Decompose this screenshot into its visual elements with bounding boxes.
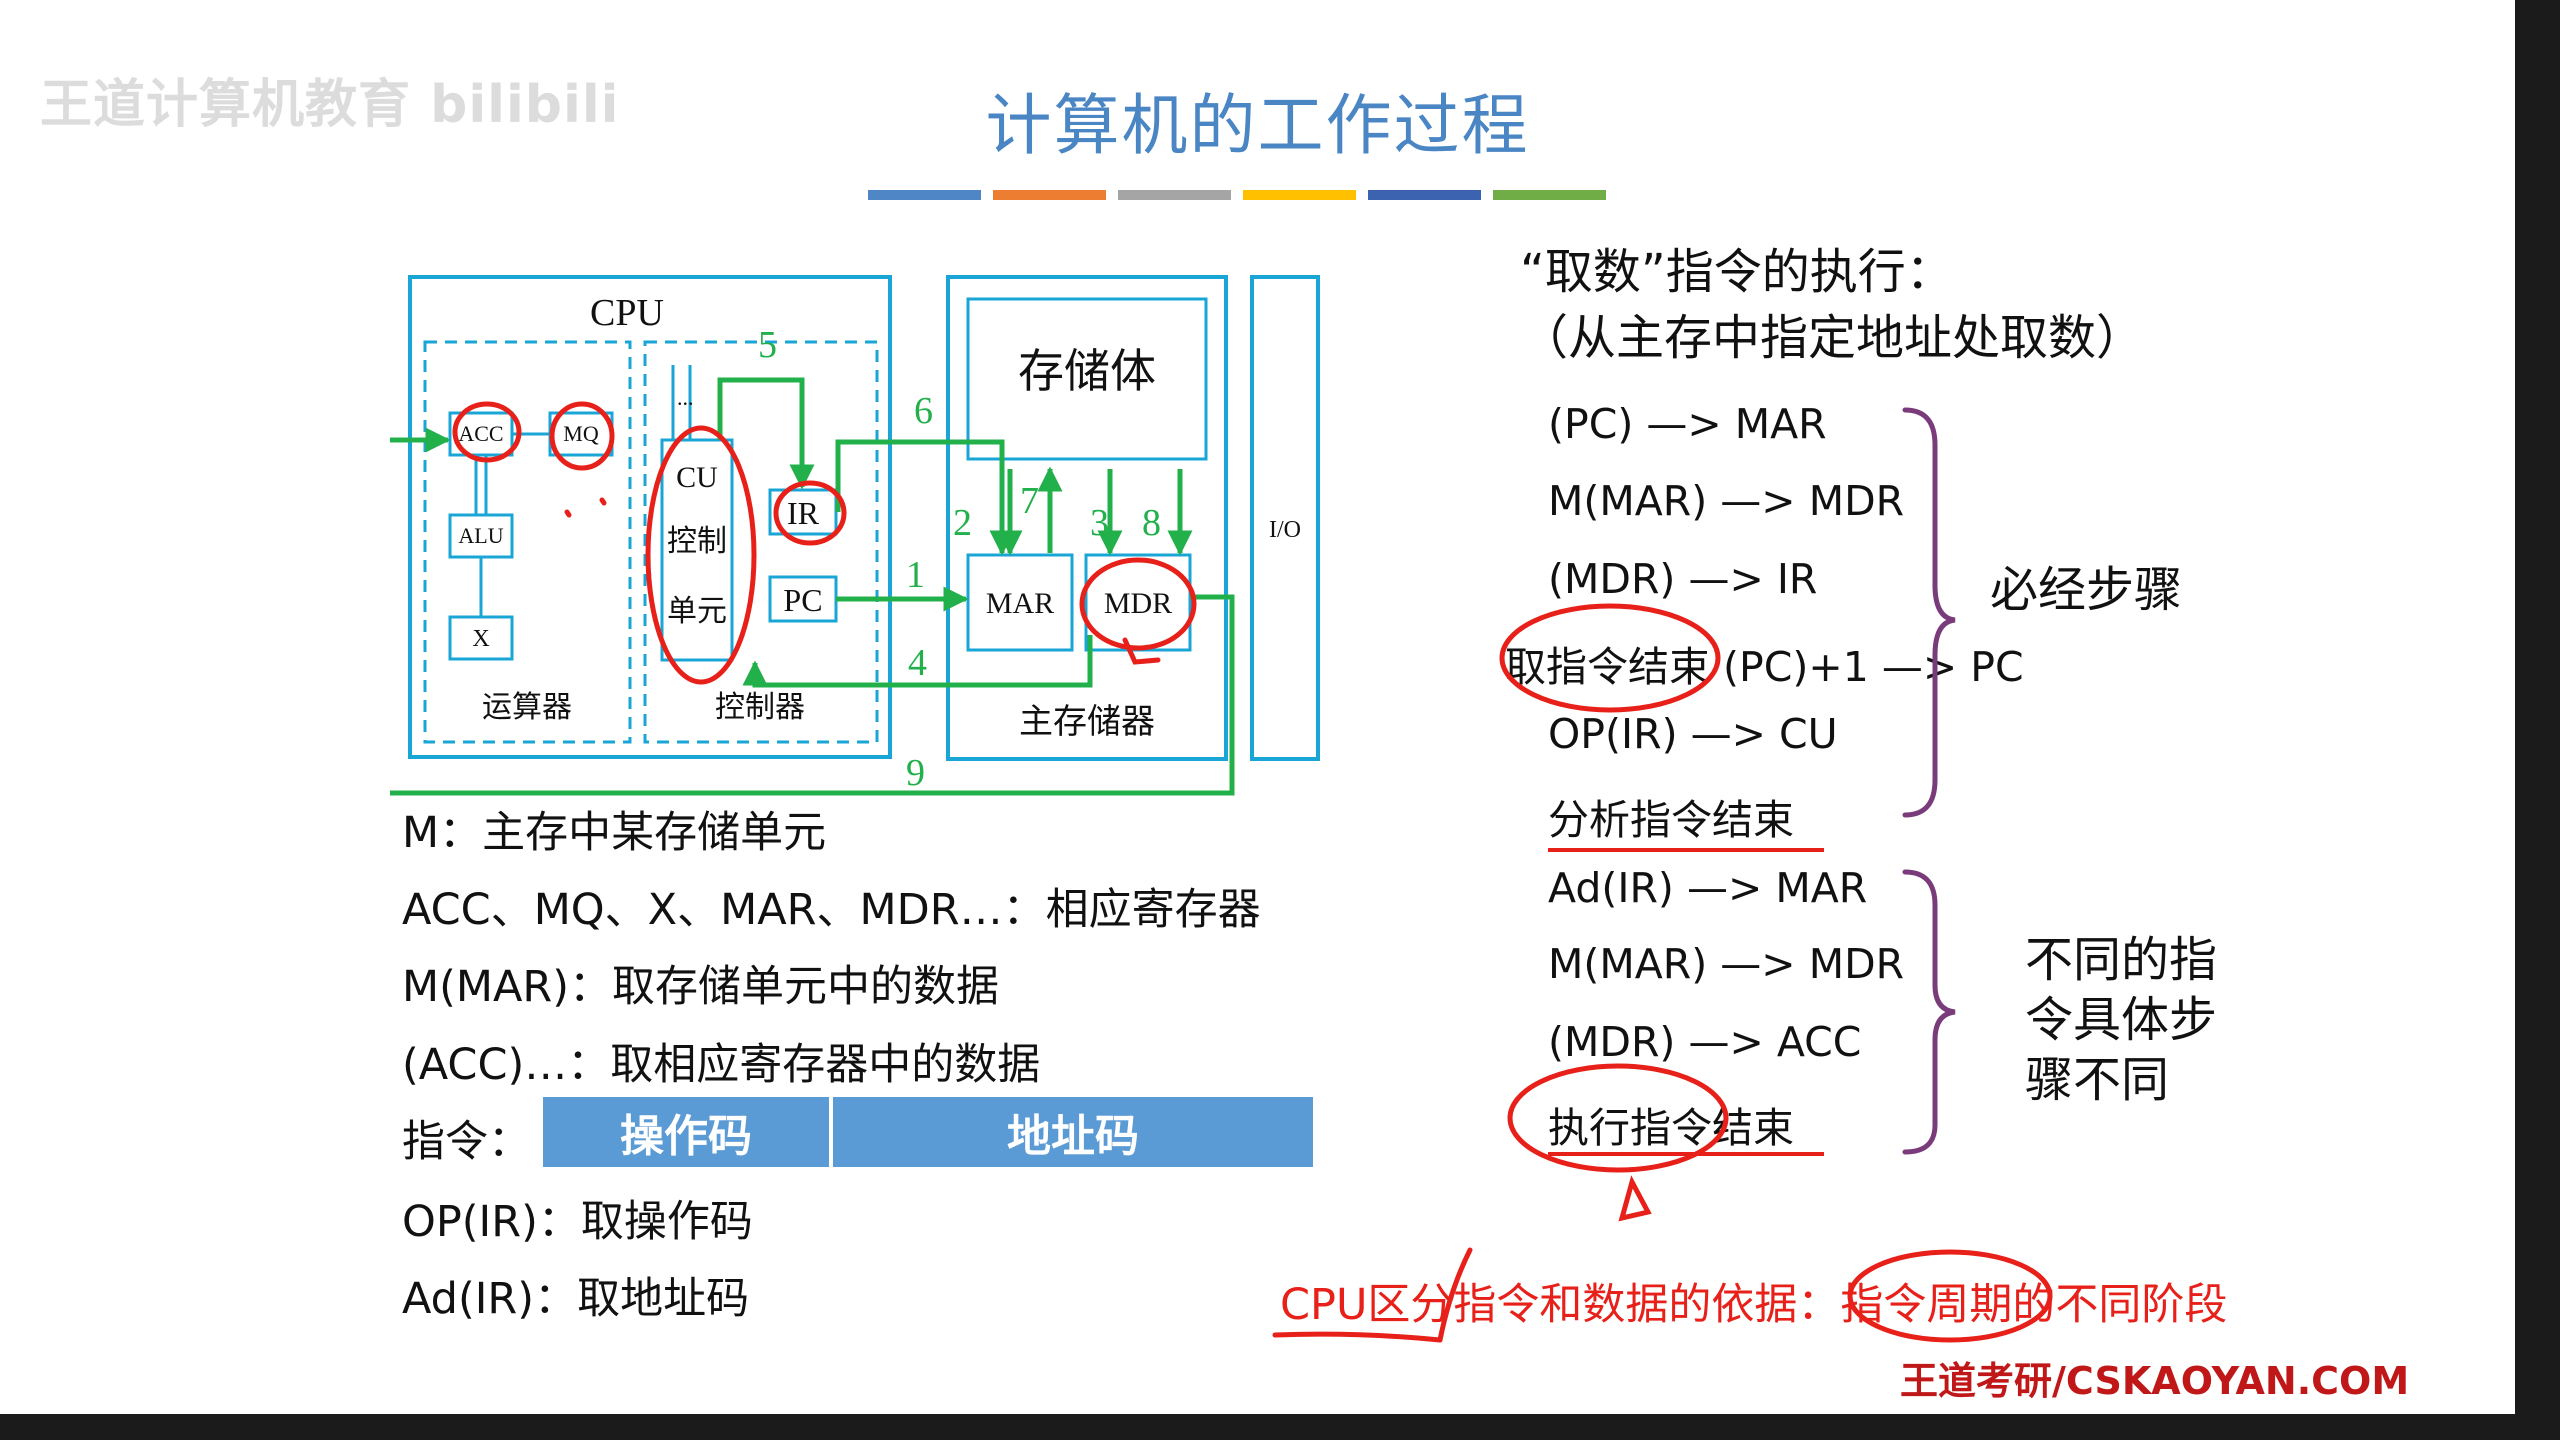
fetch-step-5: OP(IR) —> CU [1548, 710, 1838, 758]
instruction-format-bar: 操作码 地址码 [543, 1097, 1313, 1167]
alu-unit-label: 运算器 [482, 691, 572, 724]
exec-step-4: 执行指令结束 [1548, 1104, 1794, 1152]
memory-box [946, 275, 1228, 761]
path-number-3: 3 [1090, 502, 1109, 544]
fetch-step-6: 分析指令结束 [1548, 796, 1794, 844]
path-5 [717, 377, 815, 490]
path-number-8: 8 [1142, 502, 1161, 544]
path-6 [835, 439, 1015, 556]
window-right-edge [2515, 0, 2560, 1440]
pc-box [768, 575, 838, 623]
brace2-label-3: 骤不同 [2025, 1052, 2170, 1108]
note-m: M：主存中某存储单元 [402, 808, 827, 858]
computer-structure-diagram: CPU ACC MQ ALU X 运算器 ... CU 控制 单元 IR PC … [390, 275, 1320, 796]
path-number-4: 4 [908, 642, 927, 684]
title-stripe-6 [1493, 190, 1606, 200]
fetch-end-underline [1548, 848, 1824, 852]
exec-step-3: (MDR) —> ACC [1548, 1018, 1862, 1066]
acc-label: ACC [458, 421, 503, 446]
brace1-label: 必经步骤 [1990, 562, 2183, 618]
right-heading-1: “取数”指令的执行： [1520, 244, 1954, 300]
io-box [1250, 275, 1320, 761]
brace2-label-1: 不同的指 [2025, 932, 2218, 988]
mq-label: MQ [563, 421, 599, 446]
storage-body-label: 存储体 [1018, 346, 1156, 397]
mdr-label: MDR [1104, 587, 1172, 620]
title-stripe-2 [993, 190, 1106, 200]
opcode-field: 操作码 [620, 1111, 752, 1162]
ir-label: IR [787, 495, 820, 531]
title-stripe-1 [868, 190, 981, 200]
pc-label: PC [783, 582, 822, 618]
io-label: I/O [1269, 517, 1301, 543]
x-box [448, 615, 514, 661]
brace-exec [1902, 869, 1956, 1155]
note-m-mar: M(MAR)：取存储单元中的数据 [402, 962, 1000, 1012]
note-op-ir: OP(IR)：取操作码 [402, 1197, 753, 1247]
title-stripe-3 [1118, 190, 1231, 200]
alu-unit-box [423, 340, 632, 744]
cu-label-3: 单元 [667, 595, 727, 628]
footer-brand: 王道考研/CSKAOYAN.COM [1900, 1359, 2410, 1403]
right-heading-2: （从主存中指定地址处取数） [1520, 310, 2145, 366]
path-number-6: 6 [914, 390, 933, 432]
path-number-7: 7 [1020, 480, 1039, 522]
ellipsis-label: ... [677, 385, 694, 410]
slide-title: 计算机的工作过程 [985, 87, 1530, 164]
cu-label-1: CU [676, 461, 718, 494]
exec-step-2: M(MAR) —> MDR [1548, 940, 1905, 988]
fetch-step-1: (PC) —> MAR [1548, 400, 1827, 448]
mar-label: MAR [986, 587, 1054, 620]
instruction-label: 指令： [402, 1117, 531, 1167]
cpu-box [408, 275, 892, 759]
exec-mark [1618, 1175, 1652, 1222]
path-number-1: 1 [906, 554, 925, 596]
brace-fetch [1902, 407, 1956, 818]
note-registers: ACC、MQ、X、MAR、MDR…：相应寄存器 [402, 885, 1261, 935]
cpu-label: CPU [590, 292, 664, 334]
fetch-step-4: 取指令结束 (PC)+1 —> PC [1505, 643, 2024, 691]
controller-label: 控制器 [715, 691, 805, 724]
title-stripe-4 [1243, 190, 1356, 200]
exec-step-1: Ad(IR) —> MAR [1548, 864, 1868, 912]
fetch-step-2: M(MAR) —> MDR [1548, 477, 1905, 525]
exec-end-underline [1548, 1152, 1824, 1156]
underline-stroke [1272, 1331, 1443, 1343]
bottom-red-note: CPU区分指令和数据的依据：指令周期的不同阶段 [1280, 1280, 2228, 1330]
alu-label: ALU [458, 523, 503, 548]
path-number-9: 9 [906, 752, 925, 794]
slide: 王道计算机教育 bilibili 计算机的工作过程 [0, 0, 2515, 1414]
address-field: 地址码 [829, 1097, 1313, 1167]
fetch-step-3: (MDR) —> IR [1548, 555, 1818, 603]
window-bottom-edge [0, 1414, 2560, 1440]
path-9 [390, 427, 1235, 796]
note-ad-ir: Ad(IR)：取地址码 [402, 1274, 750, 1324]
controller-box [643, 340, 879, 744]
main-memory-label: 主存储器 [1019, 703, 1155, 741]
brace2-label-2: 令具体步 [2025, 992, 2218, 1048]
path-number-5: 5 [758, 324, 777, 366]
title-stripe-5 [1368, 190, 1481, 200]
cu-label-2: 控制 [667, 525, 727, 558]
path-number-2: 2 [953, 502, 972, 544]
alu-box [448, 513, 514, 559]
watermark: 王道计算机教育 bilibili [40, 75, 620, 135]
note-acc: (ACC)…：取相应寄存器中的数据 [402, 1040, 1041, 1090]
x-label: X [472, 626, 489, 652]
storage-body-box [966, 297, 1208, 461]
